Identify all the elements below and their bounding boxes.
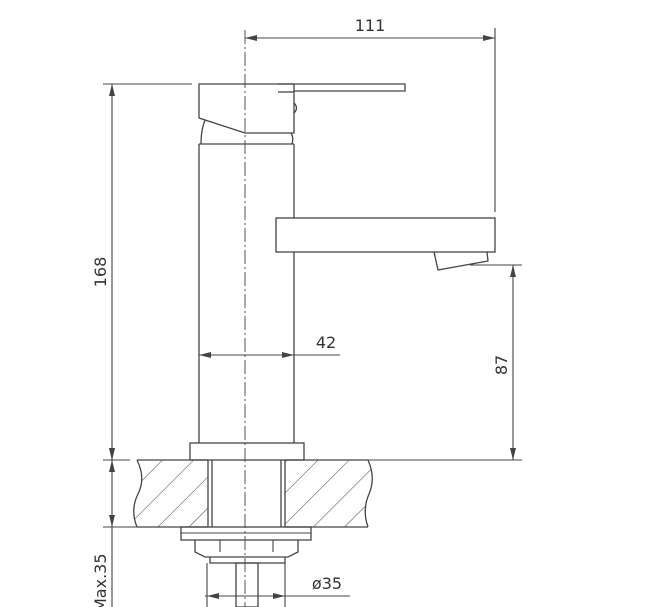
dimension-168: 168 (91, 83, 192, 460)
dimension-label-hole-diameter: ø35 (312, 574, 342, 593)
washer-nut (180, 526, 312, 564)
braided-hose (235, 562, 259, 607)
dimension-label-spout-height: 87 (492, 355, 511, 375)
dimension-label-spout-reach: 111 (355, 16, 386, 35)
faucet-body (198, 143, 295, 443)
dimension-max-35: Max.35 (91, 440, 175, 607)
dimension-87: 87 (368, 264, 522, 461)
mounting-shank (207, 460, 286, 527)
dimension-label-max-countertop: Max.35 (91, 553, 110, 607)
dimension-hole-diameter: ø35 (205, 563, 350, 607)
dimension-42: 42 (199, 333, 340, 358)
base-flange (189, 442, 305, 461)
dimension-label-body-diameter: 42 (316, 333, 336, 352)
dimension-111: 111 (245, 16, 496, 212)
faucet-handle (198, 83, 406, 145)
faucet-spout (275, 217, 496, 271)
dimension-label-total-height: 168 (91, 257, 110, 288)
countertop (133, 459, 373, 528)
